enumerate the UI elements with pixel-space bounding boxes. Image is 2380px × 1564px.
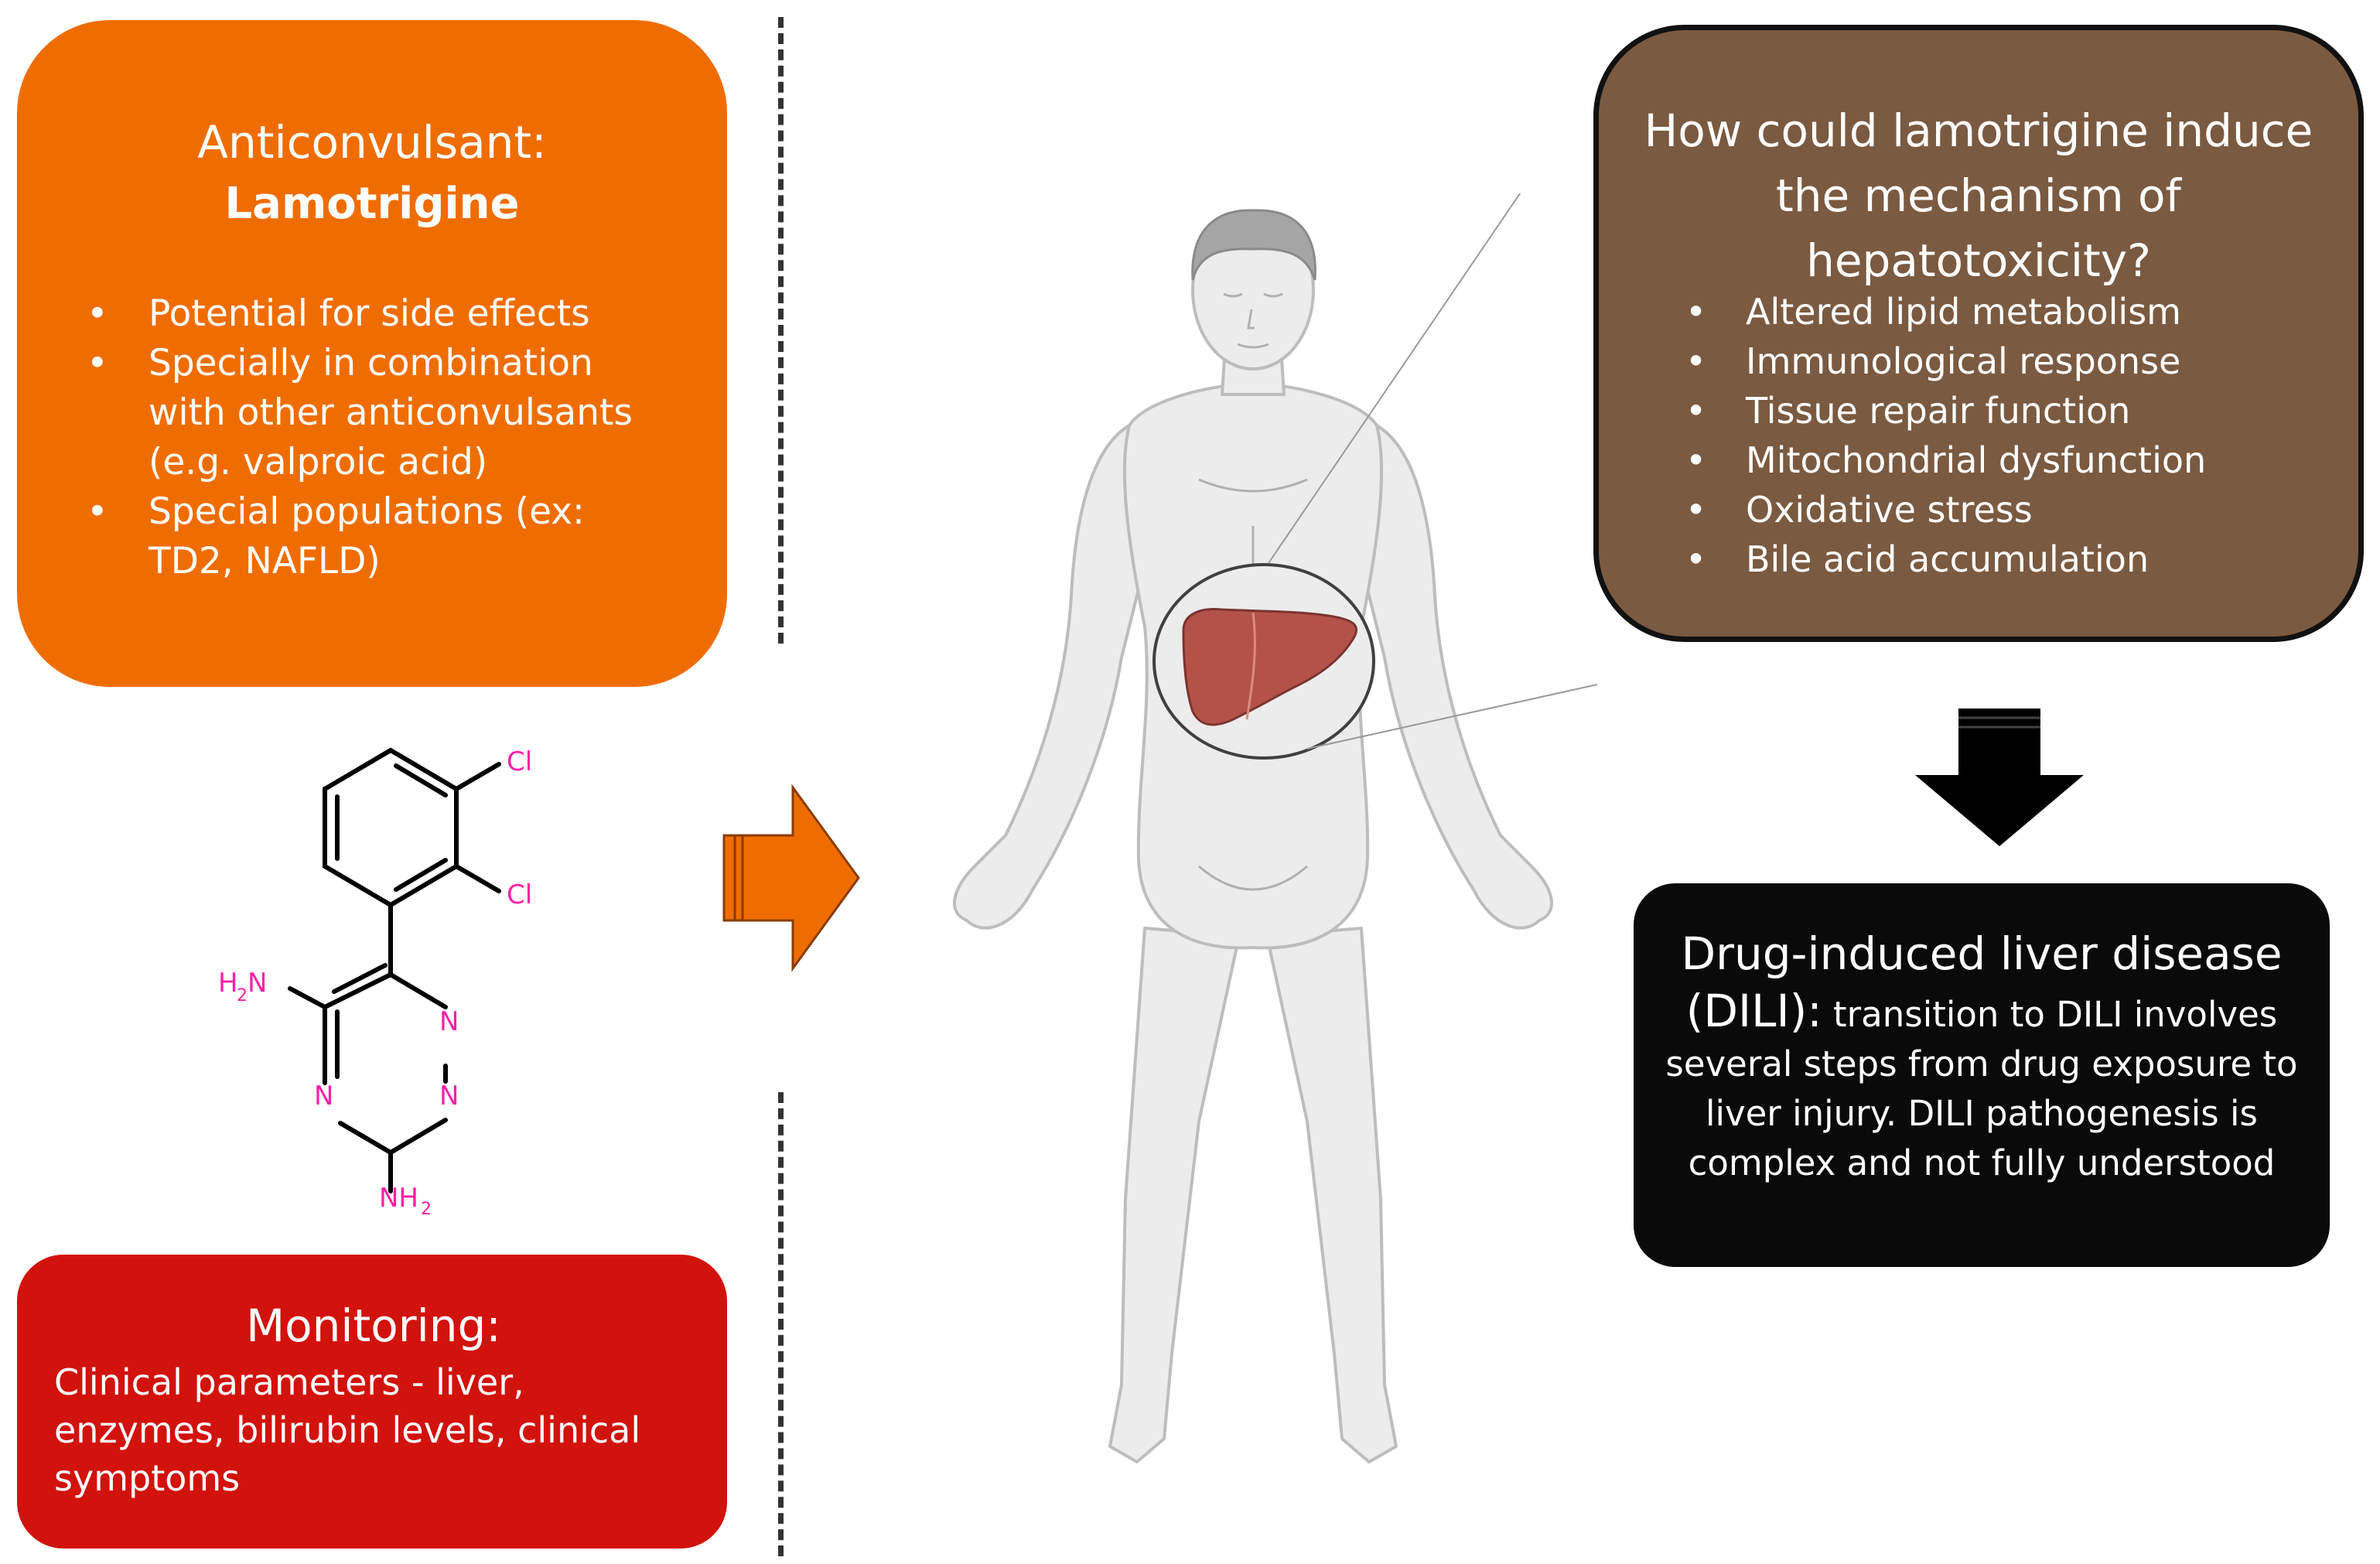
- dili-title: Drug-induced liver disease (DILI):: [1681, 927, 2283, 1037]
- h2n-label-n: N: [248, 968, 267, 999]
- n1-label: N: [439, 1006, 459, 1037]
- list-item: Potential for side effects: [63, 289, 681, 339]
- lamotrigine-structure: Cl Cl H 2 N N N N NH 2: [218, 746, 532, 1214]
- divider-bottom: [778, 1092, 784, 1556]
- nh2-label: NH: [379, 1183, 418, 1214]
- list-item: Specially in combination with other anti…: [63, 339, 681, 487]
- hepatotoxicity-question-box: How could lamotrigine induce the mechani…: [1593, 25, 2364, 642]
- divider-top: [778, 17, 784, 644]
- anticonvulsant-box: Anticonvulsant: Lamotrigine Potential fo…: [17, 20, 727, 687]
- list-item: Bile acid accumulation: [1630, 534, 2327, 584]
- n3-label: N: [314, 1081, 333, 1112]
- orange-arrow-icon: [722, 784, 860, 972]
- h2n-label-h: H: [218, 968, 238, 999]
- monitoring-title: Monitoring:: [246, 1299, 501, 1352]
- list-item: Immunological response: [1630, 336, 2327, 386]
- list-item: Tissue repair function: [1630, 386, 2327, 435]
- anticonvulsant-bullet-list: Potential for side effects Specially in …: [63, 289, 681, 586]
- drug-name: Lamotrigine: [224, 179, 520, 229]
- n2-label: N: [439, 1081, 459, 1112]
- cl-bottom-label: Cl: [507, 879, 532, 910]
- monitoring-text: Clinical parameters - liver, enzymes, bi…: [54, 1361, 641, 1499]
- list-item: Altered lipid metabolism: [1630, 287, 2327, 336]
- cl-top-label: Cl: [507, 746, 532, 777]
- down-arrow-icon: [1915, 709, 2084, 846]
- liver-icon: [1182, 607, 1358, 726]
- list-item: Oxidative stress: [1630, 485, 2327, 534]
- monitoring-box: Monitoring: Clinical parameters - liver,…: [17, 1255, 727, 1549]
- h2n-label-sub: 2: [237, 986, 248, 1006]
- human-figure: [953, 193, 1598, 1463]
- dili-description: transition to DILI involves several step…: [1665, 994, 2298, 1183]
- mechanism-list: Altered lipid metabolism Immunological r…: [1630, 287, 2327, 584]
- anticonvulsant-title: Anticonvulsant:: [197, 116, 547, 169]
- nh2-label-sub: 2: [421, 1200, 432, 1214]
- dili-box: Drug-induced liver disease (DILI): trans…: [1634, 883, 2330, 1267]
- list-item: Mitochondrial dysfunction: [1630, 435, 2327, 485]
- list-item: Special populations (ex: TD2, NAFLD): [63, 487, 681, 586]
- question-title: How could lamotrigine induce the mechani…: [1644, 104, 2313, 287]
